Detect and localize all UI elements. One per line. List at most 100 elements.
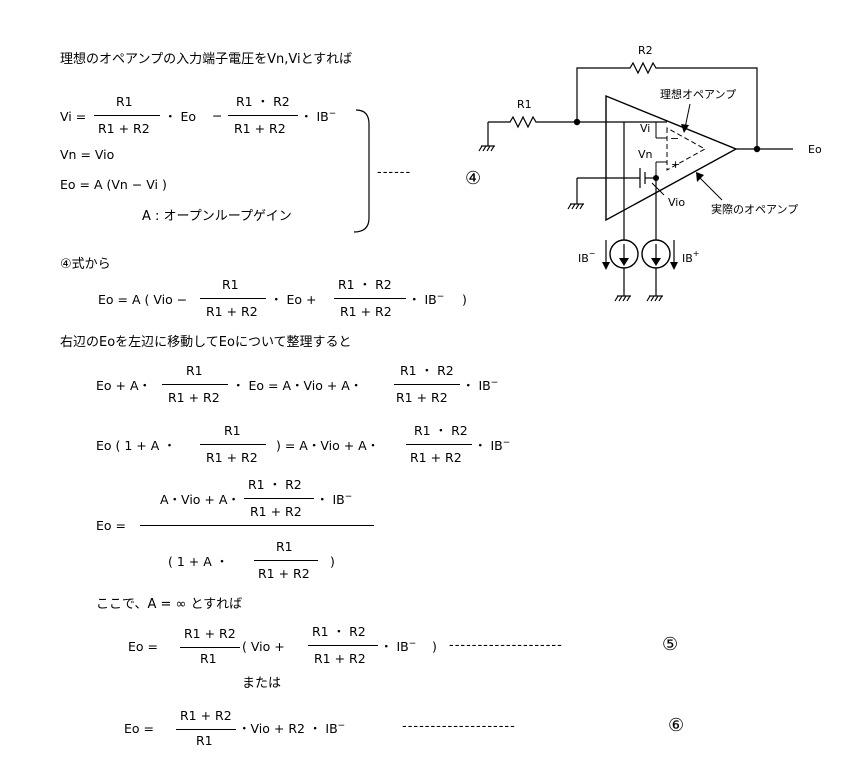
eq4-vn: Vn = Vio	[60, 147, 115, 162]
eq4-frac1-num: R1	[116, 94, 133, 109]
infinity-text: ここで、A = ∞ とすれば	[96, 597, 243, 612]
eqc-den-f-num: R1	[276, 539, 293, 554]
from4-f1-num: R1	[222, 277, 239, 292]
eqc-num-a: A・Vio + A・	[160, 492, 240, 507]
from4-f1-bar	[200, 298, 266, 299]
from4-lhs: Eo = A ( Vio −	[98, 292, 188, 307]
eq5-leader-dashes: --------------------	[449, 638, 563, 653]
label-plus: +	[671, 158, 680, 171]
label-minus: −	[670, 132, 679, 145]
ideal-pointer	[684, 103, 691, 129]
eqa-lhs: Eo + A・	[96, 378, 152, 393]
eqc-den-f-bar	[254, 560, 318, 561]
eq6-tail: ・Vio + R2 ・ IB−	[238, 721, 346, 736]
intro-text: 理想のオペアンプの入力端子電圧をVn,Viとすれば	[60, 52, 353, 67]
eq4-tail: ・ IB−	[300, 109, 337, 124]
vio-pointer	[651, 182, 665, 196]
real-opamp-triangle	[605, 94, 738, 222]
eq5-mid: ( Vio +	[242, 639, 285, 654]
from4-f2-num: R1 ・ R2	[338, 277, 392, 292]
eqb-f2-den: R1 + R2	[410, 450, 462, 465]
eqa-f2-num: R1 ・ R2	[400, 363, 454, 378]
eq4-frac2-den: R1 + R2	[234, 121, 286, 136]
ground-ib-minus	[614, 295, 631, 302]
eq6-f1-num: R1 + R2	[180, 708, 232, 723]
eq5-number-marker: ⑤	[662, 634, 679, 655]
label-real-opamp: 実際のオペアンプ	[711, 202, 798, 216]
eqc-den-f-den: R1 + R2	[258, 566, 310, 581]
eqb-mid: ) = A・Vio + A・	[276, 438, 380, 453]
ideal-opamp-triangle	[666, 127, 707, 171]
eqb-f2-num: R1 ・ R2	[414, 423, 468, 438]
eqc-num-tail: ・ IB−	[316, 492, 353, 507]
r1-resistor	[487, 115, 577, 146]
eqc-lhs: Eo =	[96, 518, 126, 533]
eq5-f2-den: R1 + R2	[314, 651, 366, 666]
label-vi: Vi	[640, 122, 650, 135]
eq6-f1-bar	[176, 729, 236, 730]
eq4-frac2-bar	[228, 115, 298, 116]
eqa-f1-bar	[162, 384, 228, 385]
move-text: 右辺のEoを左辺に移動してEoについて整理すると	[60, 335, 352, 350]
from4-tail: ・ IB−	[408, 292, 445, 307]
or-text: または	[242, 676, 282, 691]
eq4-minus: −	[212, 108, 223, 123]
eq4-leader-dashes: ------	[377, 165, 412, 180]
eqc-num-f-bar	[244, 498, 314, 499]
eq4-frac2-num: R1 ・ R2	[236, 94, 290, 109]
from4-mid: ・ Eo +	[270, 292, 317, 307]
from4-text: ④式から	[60, 257, 111, 272]
label-r1: R1	[517, 98, 532, 111]
from4-close: )	[462, 292, 467, 307]
label-vn: Vn	[638, 148, 653, 161]
eq5-tail: ・ IB−	[380, 639, 417, 654]
label-ib-plus: IB+	[682, 249, 700, 265]
eqb-f1-bar	[200, 444, 266, 445]
ground-ib-plus	[646, 295, 663, 302]
eq5-lhs: Eo =	[128, 639, 158, 654]
label-ib-minus: IB−	[578, 249, 596, 265]
eqc-den-close: )	[330, 554, 335, 569]
eq6-lhs: Eo =	[124, 721, 154, 736]
eq6-number-marker: ⑥	[668, 715, 685, 736]
eq5-close: )	[432, 639, 437, 654]
eqc-num-f-den: R1 + R2	[250, 504, 302, 519]
label-ideal-opamp: 理想オペアンプ	[660, 87, 736, 101]
from4-f2-bar	[334, 298, 406, 299]
eq5-f2-num: R1 ・ R2	[312, 624, 366, 639]
eqb-lhs: Eo ( 1 + A ・	[96, 438, 176, 453]
eqa-tail: ・ IB−	[462, 378, 499, 393]
eq5-f1-bar	[180, 647, 240, 648]
real-pointer	[699, 177, 723, 201]
eqa-f2-den: R1 + R2	[396, 390, 448, 405]
eq4-number-marker: ④	[465, 168, 482, 189]
eqa-mid: ・ Eo = A・Vio + A・	[232, 378, 363, 393]
eq4-frac1-bar	[94, 115, 160, 116]
label-vio: Vio	[668, 196, 685, 209]
eq4-mid1: ・ Eo	[164, 109, 197, 124]
eq5-f1-den: R1	[200, 651, 217, 666]
label-r2: R2	[638, 44, 653, 57]
eq5-f2-bar	[308, 645, 378, 646]
eq4-frac1-den: R1 + R2	[98, 121, 150, 136]
eqb-f1-num: R1	[224, 423, 241, 438]
eqb-f2-bar	[406, 444, 472, 445]
eqc-num-f-num: R1 ・ R2	[248, 477, 302, 492]
eqb-tail: ・ IB−	[474, 438, 511, 453]
eq4-vi-lhs: Vi =	[60, 109, 87, 124]
eq4-eo: Eo = A (Vn − Vi )	[60, 177, 167, 192]
from4-f1-den: R1 + R2	[206, 304, 258, 319]
eqa-f1-den: R1 + R2	[168, 390, 220, 405]
eq6-f1-den: R1	[196, 733, 213, 748]
eq5-f1-num: R1 + R2	[184, 626, 236, 641]
label-eo: Eo	[808, 143, 822, 156]
ground-input	[478, 145, 495, 152]
eq4-right-bracket	[353, 109, 370, 233]
eq6-leader-dashes: --------------------	[402, 719, 516, 734]
eqc-den-a: ( 1 + A ・	[168, 554, 229, 569]
eqa-f2-bar	[394, 384, 460, 385]
ground-vio	[567, 203, 584, 210]
from4-f2-den: R1 + R2	[340, 304, 392, 319]
eqb-f1-den: R1 + R2	[206, 450, 258, 465]
